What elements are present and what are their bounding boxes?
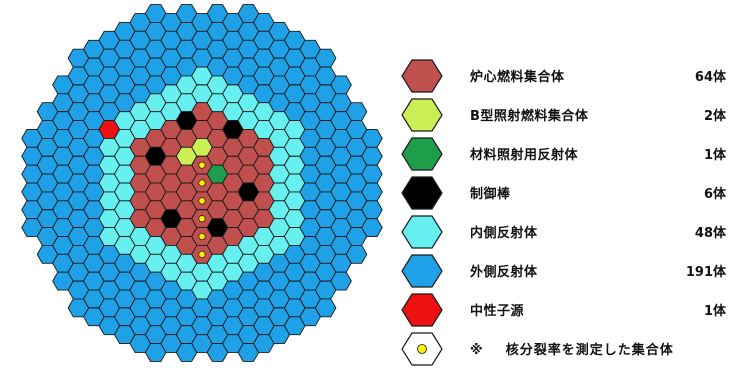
legend-label-material-irradiation: 材料照射用反射体 — [470, 148, 579, 163]
outer-reflector-assembly — [361, 218, 383, 237]
outer-reflector-assembly — [361, 164, 383, 184]
outer-reflector-assembly — [361, 129, 383, 148]
outer-reflector-assembly — [314, 48, 337, 68]
outer-reflector-assembly — [361, 200, 383, 220]
core-loading-map — [21, 4, 383, 362]
outer-reflector-assembly — [345, 102, 368, 122]
legend-label-outer-reflector: 外側反射体 — [470, 265, 538, 280]
outer-reflector-assembly — [330, 271, 352, 291]
legend-count-b-irradiation: 2体 — [703, 109, 726, 124]
fission-rate-marker — [198, 161, 206, 169]
legend-item-material-irradiation: 材料照射用反射体 1体 — [400, 134, 730, 173]
outer-reflector-hexagon-icon — [401, 253, 443, 288]
legend-count-material-irradiation: 1体 — [703, 148, 726, 163]
fission-rate-marker — [198, 232, 206, 241]
neutron-source-hexagon-icon — [401, 292, 443, 327]
legend-item-outer-reflector: 外側反射体 191体 — [400, 251, 730, 290]
legend-item-inner-reflector: 内側反射体 48体 — [400, 212, 730, 251]
outer-reflector-assembly — [361, 146, 383, 166]
control-rod-hexagon-icon — [401, 175, 443, 210]
measured-assembly-hexagon-icon — [401, 331, 443, 366]
inner-reflector-hexagon-icon — [401, 214, 443, 249]
legend-item-control-rod: 制御棒 6体 — [400, 173, 730, 212]
legend-count-inner-reflector: 48体 — [694, 226, 726, 241]
legend-item-neutron-source: 中性子源 1体 — [400, 290, 730, 329]
fission-rate-marker — [198, 179, 206, 187]
legend-count-control-rod: 6体 — [703, 187, 726, 202]
outer-reflector-assembly — [314, 298, 337, 318]
legend-item-b-irradiation: B型照射燃料集合体 2体 — [400, 95, 730, 134]
legend-label-neutron-source: 中性子源 — [470, 304, 525, 319]
legend-count-neutron-source: 1体 — [703, 304, 726, 319]
fuel-hexagon-icon — [401, 58, 443, 93]
legend-label-control-rod: 制御棒 — [470, 187, 511, 202]
outer-reflector-assembly — [345, 244, 368, 264]
fission-rate-marker — [198, 215, 206, 223]
legend-label-fuel: 炉心燃料集合体 — [470, 70, 565, 85]
legend-label-inner-reflector: 内側反射体 — [470, 226, 538, 241]
note-mark: ※ — [470, 343, 484, 358]
legend-label-b-irradiation: B型照射燃料集合体 — [470, 109, 589, 124]
outer-reflector-assembly — [361, 182, 383, 202]
material-irradiation-hexagon-icon — [401, 136, 443, 171]
legend-count-fuel: 64体 — [694, 70, 726, 85]
legend-count-outer-reflector: 191体 — [685, 265, 726, 280]
b-irradiation-hexagon-icon — [401, 97, 443, 132]
legend: 炉心燃料集合体 64体 B型照射燃料集合体 2体 材料照射用反射体 1体 制御棒… — [400, 56, 730, 368]
fission-rate-marker — [198, 250, 206, 258]
legend-label-measured: ※ 核分裂率を測定した集合体 — [470, 339, 674, 358]
outer-reflector-assembly — [330, 75, 352, 95]
legend-item-measured: ※ 核分裂率を測定した集合体 — [400, 329, 730, 368]
note-label: 核分裂率を測定した集合体 — [505, 343, 674, 358]
fission-rate-marker — [198, 197, 206, 205]
legend-item-fuel: 炉心燃料集合体 64体 — [400, 56, 730, 95]
